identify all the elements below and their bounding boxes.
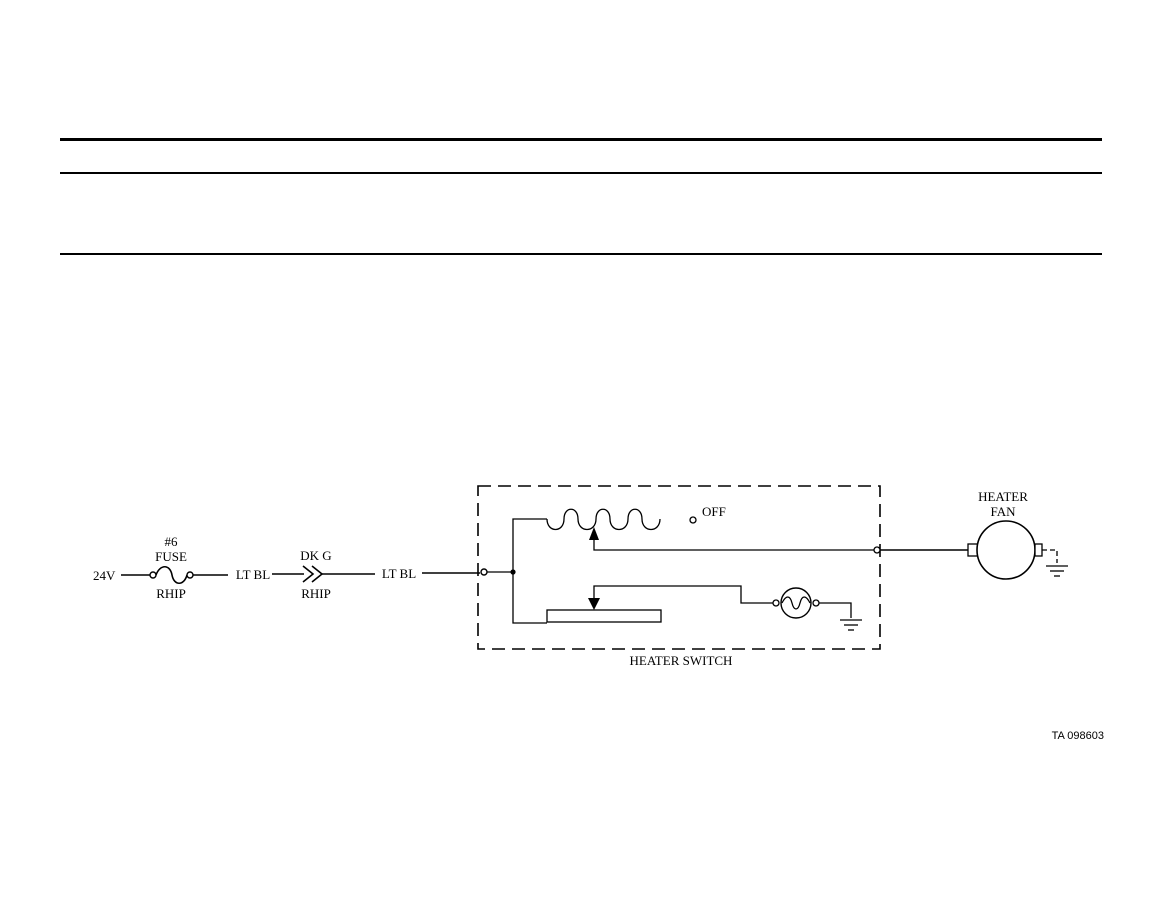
bottom-rule bbox=[60, 253, 1102, 255]
fuse-location-label: RHIP bbox=[156, 586, 186, 601]
connector-symbol bbox=[302, 565, 324, 583]
heater-fan-label-line1: HEATER bbox=[978, 489, 1028, 504]
heater-switch-label: HEATER SWITCH bbox=[630, 653, 733, 668]
lamp-ground-icon bbox=[840, 619, 862, 631]
figure-id-label: TA 098603 bbox=[1052, 730, 1104, 742]
wire1-color-label: LT BL bbox=[236, 567, 270, 582]
fan-ground-icon bbox=[1046, 565, 1068, 577]
connector-location-label: RHIP bbox=[301, 586, 331, 601]
switch-input-terminal bbox=[480, 568, 488, 576]
switch-bus bbox=[512, 518, 547, 624]
lamp-resistor bbox=[546, 609, 662, 623]
off-position-label: OFF bbox=[702, 504, 726, 519]
wire2-color-label: LT BL bbox=[382, 566, 416, 581]
off-position-contact bbox=[689, 516, 697, 524]
heater-fan-label-line2: FAN bbox=[990, 504, 1016, 519]
fan-ground-wire bbox=[1042, 549, 1058, 563]
heater-switch-housing bbox=[477, 485, 881, 650]
fuse-name-label: FUSE bbox=[155, 549, 187, 564]
rheostat-coil bbox=[546, 508, 661, 531]
source-voltage-label: 24V bbox=[93, 568, 116, 583]
lamp-wiper-arrow bbox=[588, 598, 600, 610]
heater-fan-motor-icon bbox=[967, 520, 1043, 580]
fuse-number-label: #6 bbox=[165, 534, 179, 549]
lamp-wiper-wire bbox=[593, 585, 773, 604]
connector-name-label: DK G bbox=[300, 548, 331, 563]
rheostat-wiper-wire bbox=[593, 540, 878, 551]
rheostat-wiper-arrow bbox=[589, 527, 599, 540]
indicator-lamp-icon bbox=[772, 587, 820, 619]
middle-rule bbox=[60, 172, 1102, 174]
fuse-symbol bbox=[149, 565, 194, 585]
lamp-ground-wire bbox=[819, 602, 852, 618]
switch-output-terminal bbox=[873, 546, 881, 554]
top-rule bbox=[60, 138, 1102, 141]
